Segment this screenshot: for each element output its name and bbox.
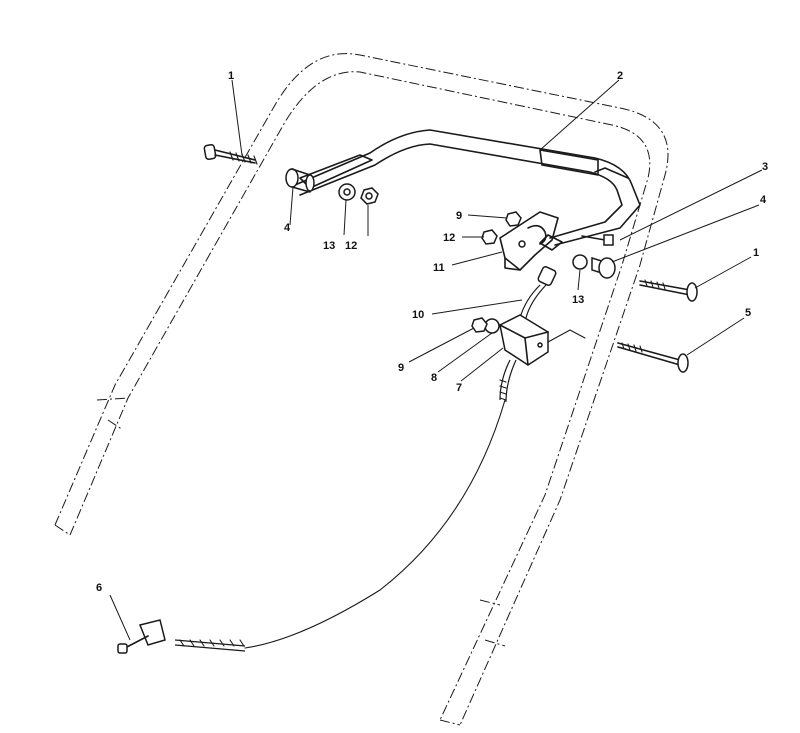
washer-housing — [484, 318, 500, 334]
upper-handle-bar — [294, 129, 641, 251]
callout-labels: 1 1 2 3 4 4 5 6 7 8 9 9 10 11 12 12 13 1… — [96, 70, 768, 594]
nut-bracket-left — [481, 229, 498, 245]
callout-1-right: 1 — [753, 247, 759, 259]
callout-6: 6 — [96, 582, 102, 594]
nut-left — [360, 187, 379, 205]
washer-left — [338, 183, 356, 201]
handle-frame — [54, 53, 669, 726]
callout-1-upper-left: 1 — [228, 70, 234, 82]
callout-9-bracket: 9 — [456, 210, 462, 222]
nut-bracket-top — [505, 211, 522, 227]
callout-13-right: 13 — [572, 294, 584, 306]
callout-12-left: 12 — [345, 240, 357, 252]
callout-8: 8 — [431, 372, 437, 384]
callout-13-left: 13 — [323, 240, 335, 252]
callout-2: 2 — [617, 70, 623, 82]
callout-12-bracket: 12 — [443, 232, 455, 244]
spacer-right — [591, 256, 616, 279]
cable-housing — [499, 314, 586, 366]
leader-lines — [109, 79, 763, 641]
callout-5: 5 — [745, 307, 751, 319]
spacer-left — [285, 168, 315, 193]
control-bracket — [499, 211, 559, 271]
long-bolt-right — [617, 342, 689, 373]
carriage-bolt-right — [639, 279, 698, 302]
callout-11: 11 — [433, 262, 445, 274]
nut-housing — [471, 317, 488, 333]
small-bolt-bracket — [581, 234, 614, 246]
callout-4-left: 4 — [284, 222, 291, 234]
cable-clamp — [117, 619, 166, 654]
carriage-bolt-upper-left — [203, 143, 258, 165]
callout-10: 10 — [412, 309, 424, 321]
washer-right — [572, 254, 588, 270]
callout-4-right: 4 — [760, 194, 767, 206]
callout-3: 3 — [762, 161, 768, 173]
callout-7: 7 — [456, 382, 462, 394]
callout-9-housing: 9 — [398, 362, 404, 374]
